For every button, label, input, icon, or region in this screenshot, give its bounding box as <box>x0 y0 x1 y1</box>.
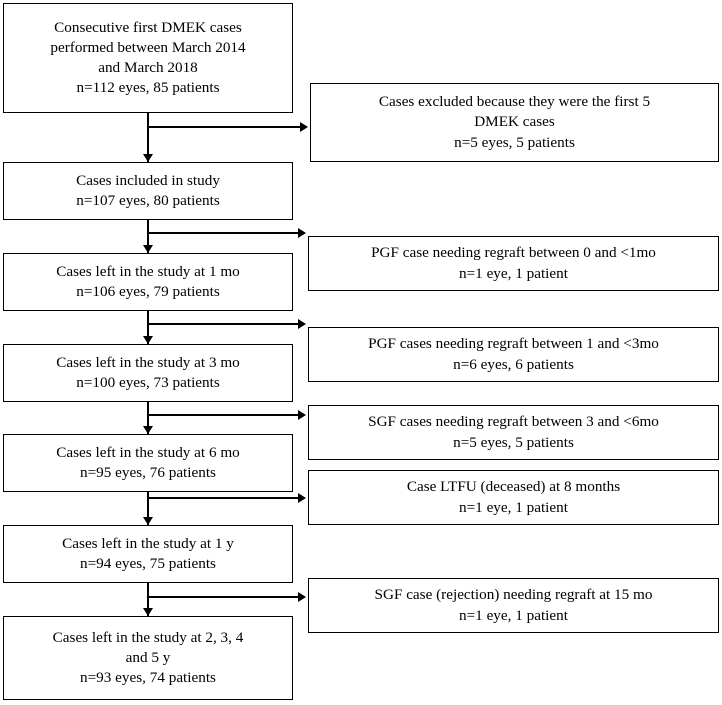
node-line: n=5 eyes, 5 patients <box>454 133 575 151</box>
flow-node-2-to-5-years: Cases left in the study at 2, 3, 4 and 5… <box>3 616 293 700</box>
arrow-down-icon <box>143 426 153 434</box>
flow-node-6-months: Cases left in the study at 6 mo n=95 eye… <box>3 434 293 492</box>
arrow-down-icon <box>143 608 153 616</box>
flow-node-1-month: Cases left in the study at 1 mo n=106 ey… <box>3 253 293 311</box>
node-line: Cases excluded because they were the fir… <box>378 93 651 111</box>
node-line: and 5 y <box>125 648 171 666</box>
arrow-right-icon <box>298 319 306 329</box>
node-line: Cases included in study <box>76 171 220 189</box>
flow-node-included: Cases included in study n=107 eyes, 80 p… <box>3 162 293 220</box>
flow-node-pgf-1-to-3mo: PGF cases needing regraft between 1 and … <box>308 327 719 382</box>
node-line: Cases left in the study at 1 y <box>62 534 234 552</box>
arrow-down-icon <box>143 245 153 253</box>
node-line: n=100 eyes, 73 patients <box>76 374 220 391</box>
connector-horizontal <box>147 414 300 416</box>
node-line: DMEK cases <box>474 113 555 131</box>
flow-node-ltfu-8mo: Case LTFU (deceased) at 8 months n=1 eye… <box>308 470 719 525</box>
node-line: n=1 eye, 1 patient <box>459 498 568 516</box>
connector-horizontal <box>147 497 300 499</box>
node-line: Cases left in the study at 6 mo <box>56 443 240 461</box>
node-line: Cases left in the study at 3 mo <box>56 353 240 371</box>
flow-node-enrollment: Consecutive first DMEK cases performed b… <box>3 3 293 113</box>
connector-vertical <box>147 113 149 162</box>
node-line: Consecutive first DMEK cases <box>54 18 242 36</box>
arrow-right-icon <box>300 122 308 132</box>
node-line: n=94 eyes, 75 patients <box>80 555 216 572</box>
arrow-right-icon <box>298 410 306 420</box>
flow-node-pgf-0-to-1mo: PGF case needing regraft between 0 and <… <box>308 236 719 291</box>
node-line: n=95 eyes, 76 patients <box>80 464 216 481</box>
arrow-down-icon <box>143 336 153 344</box>
flow-node-sgf-3-to-6mo: SGF cases needing regraft between 3 and … <box>308 405 719 460</box>
node-line: n=112 eyes, 85 patients <box>76 79 220 97</box>
connector-vertical <box>147 492 149 525</box>
arrow-right-icon <box>298 592 306 602</box>
node-line: Cases left in the study at 1 mo <box>56 262 240 280</box>
node-line: Cases left in the study at 2, 3, 4 <box>52 628 244 646</box>
node-line: n=1 eye, 1 patient <box>459 264 568 282</box>
node-line: Case LTFU (deceased) at 8 months <box>406 478 621 496</box>
connector-vertical <box>147 402 149 434</box>
node-line: n=6 eyes, 6 patients <box>453 355 574 373</box>
flow-node-excluded-first5: Cases excluded because they were the fir… <box>310 83 719 162</box>
arrow-right-icon <box>298 228 306 238</box>
flow-node-sgf-rejection-15mo: SGF case (rejection) needing regraft at … <box>308 578 719 633</box>
connector-vertical <box>147 311 149 344</box>
arrow-down-icon <box>143 154 153 162</box>
connector-horizontal <box>147 126 302 128</box>
node-line: SGF case (rejection) needing regraft at … <box>374 586 653 604</box>
flow-node-3-months: Cases left in the study at 3 mo n=100 ey… <box>3 344 293 402</box>
connector-horizontal <box>147 323 300 325</box>
node-line: n=93 eyes, 74 patients <box>80 669 216 687</box>
node-line: n=106 eyes, 79 patients <box>76 283 220 300</box>
arrow-right-icon <box>298 493 306 503</box>
connector-vertical <box>147 220 149 253</box>
node-line: n=1 eye, 1 patient <box>459 606 568 624</box>
arrow-down-icon <box>143 517 153 525</box>
flow-node-1-year: Cases left in the study at 1 y n=94 eyes… <box>3 525 293 583</box>
connector-vertical <box>147 583 149 616</box>
node-line: n=107 eyes, 80 patients <box>76 192 220 209</box>
node-line: n=5 eyes, 5 patients <box>453 433 574 451</box>
node-line: PGF case needing regraft between 0 and <… <box>371 244 656 262</box>
node-line: PGF cases needing regraft between 1 and … <box>368 335 659 353</box>
connector-horizontal <box>147 232 300 234</box>
connector-horizontal <box>147 596 300 598</box>
node-line: and March 2018 <box>98 59 198 76</box>
node-line: SGF cases needing regraft between 3 and … <box>368 413 659 431</box>
node-line: performed between March 2014 <box>50 38 246 56</box>
